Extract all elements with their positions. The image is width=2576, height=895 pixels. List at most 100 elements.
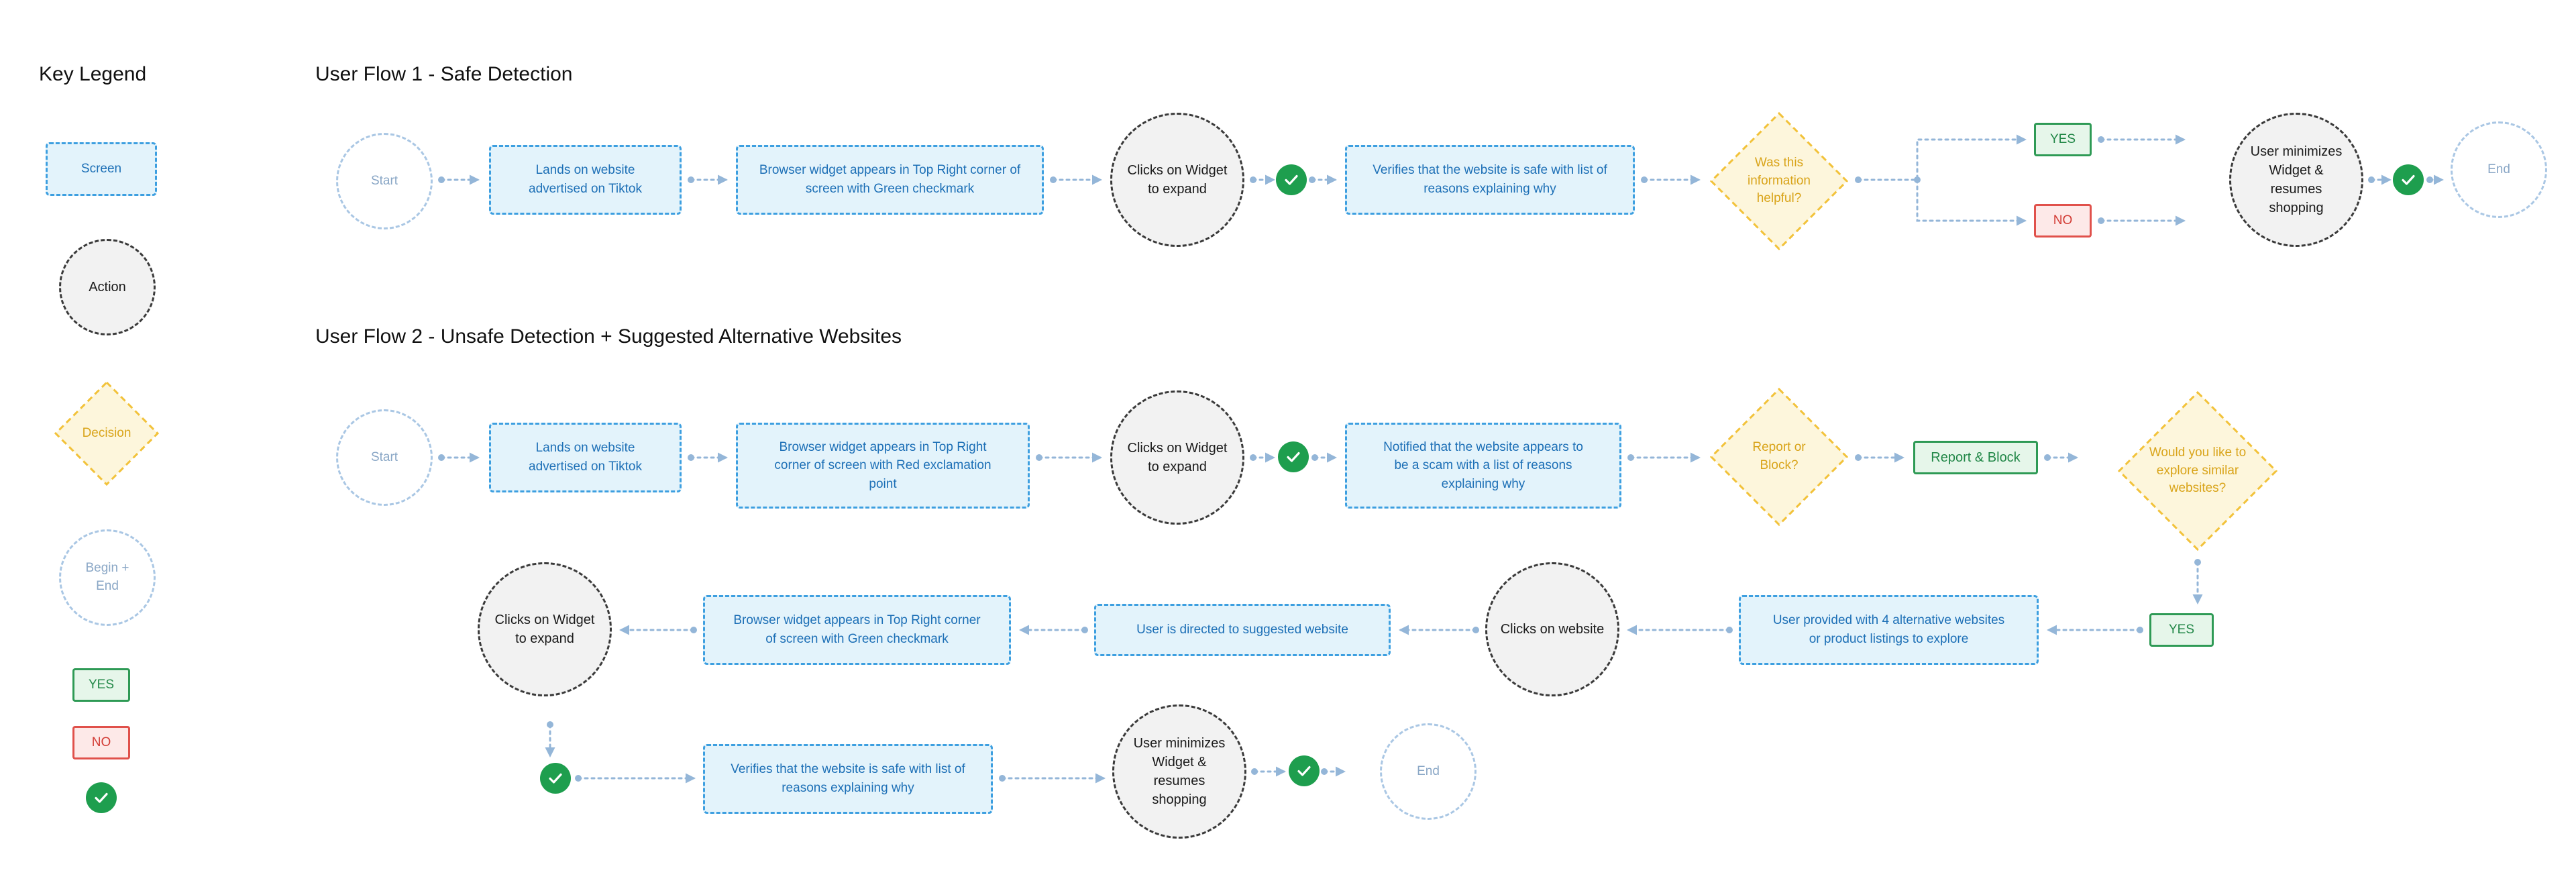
legend-title: Key Legend [39, 63, 147, 85]
flow-connector [1857, 134, 2027, 181]
flow2-clicks-widget-2-action: Clicks on Widget to expand [478, 562, 612, 696]
flow2-clicks-widget-2-label: Clicks on Widget to expand [494, 613, 595, 646]
flow1-lands-screen: Lands on website advertised on Tiktok [489, 145, 682, 215]
flow2-title: User Flow 2 - Unsafe Detection + Suggest… [315, 325, 902, 348]
legend-action: Action [59, 239, 156, 335]
flow2-yes-badge: YES [2149, 613, 2214, 647]
flow2-end-checkmark-icon [1289, 755, 1320, 786]
connector-dot [1627, 454, 1634, 461]
flow1-checkmark-icon [1276, 164, 1307, 195]
flow2-decision-report: Report or Block? [1709, 387, 1849, 527]
flow1-clicks-widget-label: Clicks on Widget to expand [1127, 163, 1228, 197]
flow1-minimizes-action: User minimizes Widget & resumes shopping [2229, 113, 2363, 247]
flow1-end: End [2451, 121, 2547, 218]
flow2-directed-screen: User is directed to suggested website [1094, 604, 1391, 656]
connector-dot [1250, 454, 1256, 461]
flow2-report-block-label: Report & Block [1931, 450, 2021, 465]
connector-dot [1472, 627, 1479, 633]
flow1-widget-appears-label: Browser widget appears in Top Right corn… [759, 163, 1021, 196]
legend-yes: YES [72, 668, 130, 702]
legend-action-label: Action [89, 280, 126, 295]
legend-decision: Decision [54, 380, 160, 486]
flow2-verifies-screen: Verifies that the website is safe with l… [703, 744, 993, 814]
flow1-no-label: NO [2053, 213, 2073, 227]
flow2-decision-explore-label: Would you like to explore similar websit… [2149, 445, 2247, 496]
connector-dot [688, 176, 694, 183]
connector-dot [438, 454, 445, 461]
flow2-decision-explore-shape [2117, 390, 2278, 551]
connector-dot [1855, 176, 1862, 183]
flow2-widget-appears-red-screen: Browser widget appears in Top Right corn… [736, 423, 1030, 509]
connector-dot [1036, 454, 1042, 461]
flow2-minimizes-action: User minimizes Widget & resumes shopping [1112, 704, 1246, 839]
flow1-end-label: End [2487, 162, 2510, 176]
flow2-end-label: End [1417, 764, 1440, 778]
connector-dot [2098, 136, 2104, 143]
flow1-decision-label: Was this information helpful? [1748, 156, 1811, 206]
flow2-clicks-website-label: Clicks on website [1500, 622, 1605, 637]
legend-checkmark-icon [86, 782, 117, 813]
connector-dot [2098, 217, 2104, 224]
connector-dot [690, 627, 697, 633]
flow2-notified-label: Notified that the website appears to be … [1383, 439, 1583, 491]
connector-dot [575, 775, 582, 782]
flow2-decision-explore: Would you like to explore similar websit… [2117, 390, 2278, 551]
connector-dot [1050, 176, 1057, 183]
flow2-start-label: Start [370, 450, 398, 464]
flow2-report-block-box: Report & Block [1913, 441, 2038, 474]
legend-begin-end-label: Begin + End [85, 561, 129, 593]
flow1-verifies-screen: Verifies that the website is safe with l… [1345, 145, 1635, 215]
flow1-verifies-label: Verifies that the website is safe with l… [1373, 163, 1607, 196]
flow1-no-badge: NO [2034, 204, 2092, 238]
flow2-decision-report-label: Report or Block? [1752, 440, 1806, 472]
flow1-start: Start [336, 133, 433, 229]
flow1-decision-helpful: Was this information helpful? [1709, 111, 1849, 251]
legend-decision-shape [54, 380, 160, 486]
flow2-widget-appears-red-label: Browser widget appears in Top Right corn… [774, 439, 991, 491]
flow2-clicks-website-action: Clicks on website [1485, 562, 1619, 696]
legend-no: NO [72, 726, 130, 759]
connector-dot [999, 775, 1006, 782]
connector-dot [1309, 176, 1316, 183]
flow1-widget-appears-screen: Browser widget appears in Top Right corn… [736, 145, 1044, 215]
connector-dot [2368, 176, 2375, 183]
flow2-notified-screen: Notified that the website appears to be … [1345, 423, 1621, 509]
flow2-minimizes-label: User minimizes Widget & resumes shopping [1133, 736, 1226, 807]
connector-dot [2044, 454, 2051, 461]
flow-connector [1916, 178, 2027, 226]
flow2-checkmark-icon [1278, 441, 1309, 472]
connector-dot [1855, 454, 1862, 461]
flow1-start-label: Start [370, 173, 398, 188]
flow2-end: End [1380, 723, 1477, 820]
flow2-widget-appears-green-label: Browser widget appears in Top Right corn… [733, 613, 981, 646]
flow1-yes-badge: YES [2034, 123, 2092, 156]
legend-screen-label: Screen [80, 162, 122, 176]
flow2-widget-appears-green-screen: Browser widget appears in Top Right corn… [703, 595, 1011, 665]
connector-dot [688, 454, 694, 461]
connector-dot [2137, 627, 2143, 633]
legend-screen: Screen [46, 142, 157, 196]
connector-dot [2426, 176, 2433, 183]
connector-dot [1914, 176, 1921, 183]
flow1-end-checkmark-icon [2393, 164, 2424, 195]
legend-yes-label: YES [88, 678, 115, 692]
flow2-verify-checkmark-icon [540, 763, 571, 794]
connector-dot [1641, 176, 1648, 183]
legend-begin-end: Begin + End [59, 529, 156, 626]
connector-dot [1321, 768, 1328, 775]
connector-dot [1251, 768, 1258, 775]
flow2-start: Start [336, 409, 433, 506]
connector-dot [547, 721, 553, 728]
flow2-lands-label: Lands on website advertised on Tiktok [529, 441, 642, 474]
connector-dot [438, 176, 445, 183]
flow1-yes-label: YES [2049, 132, 2076, 146]
legend-no-label: NO [91, 735, 111, 749]
connector-dot [1081, 627, 1088, 633]
flow2-verifies-label: Verifies that the website is safe with l… [731, 762, 965, 795]
connector-dot [1250, 176, 1256, 183]
connector-dot [1726, 627, 1733, 633]
flow1-minimizes-label: User minimizes Widget & resumes shopping [2250, 144, 2343, 215]
legend-decision-label: Decision [82, 425, 131, 440]
flow1-title: User Flow 1 - Safe Detection [315, 63, 573, 85]
flow1-decision-shape [1709, 111, 1849, 251]
